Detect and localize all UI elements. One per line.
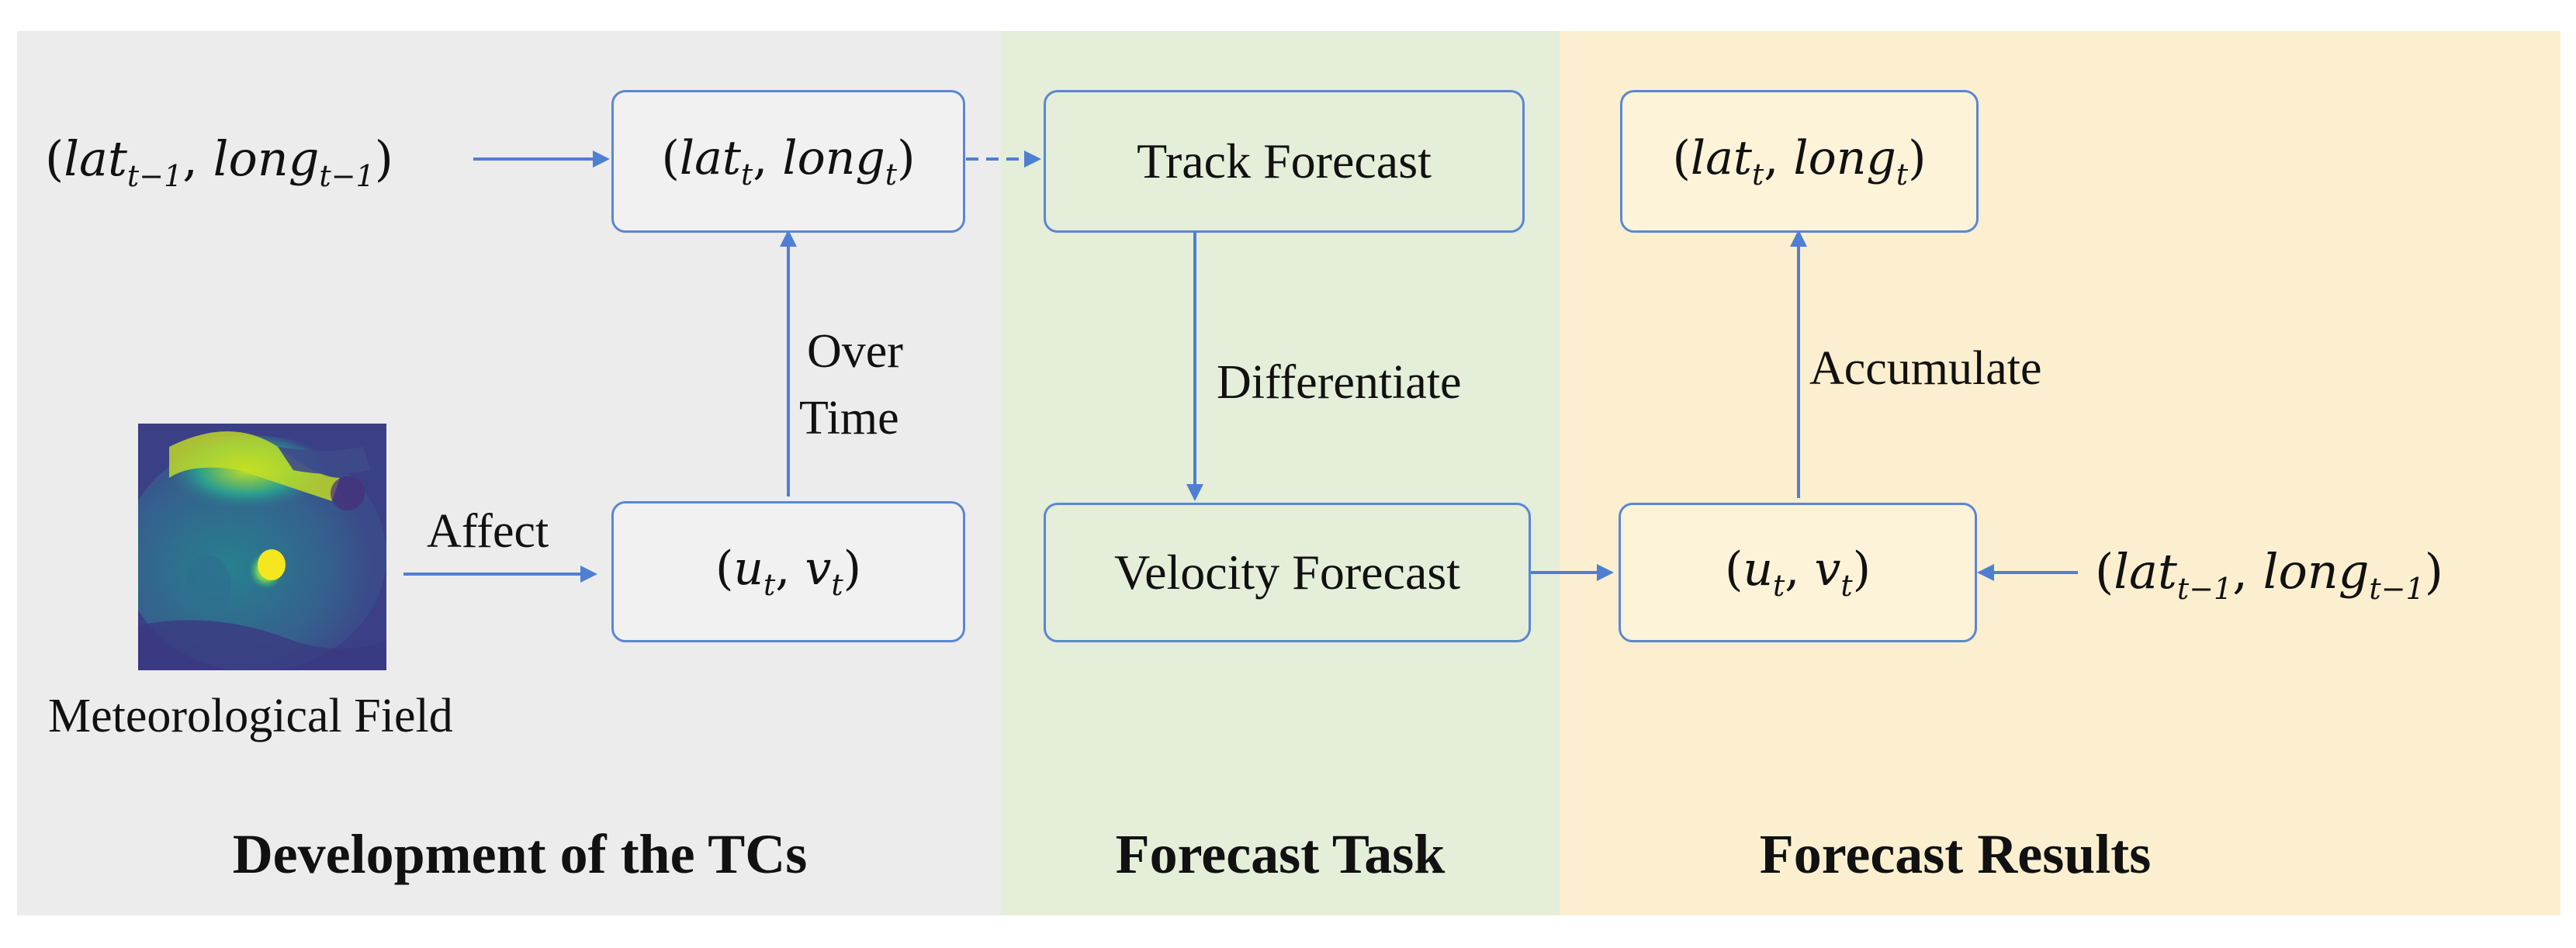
- title-development: Development of the TCs: [232, 823, 808, 885]
- accumulate-label: Accumulate: [1809, 342, 2042, 395]
- dev-prev-position: (latt−1, longt−1): [45, 130, 393, 193]
- title-forecast-task: Forecast Task: [1115, 823, 1446, 885]
- over-label: Over: [807, 325, 903, 378]
- time-label: Time: [799, 392, 899, 445]
- velocity-forecast-node: Velocity Forecast: [1044, 503, 1531, 642]
- dev-velocity-node: (ut, vt): [611, 501, 965, 642]
- meteorological-field-image: [138, 424, 386, 670]
- differentiate-label: Differentiate: [1217, 356, 1462, 409]
- meteorological-field-label: Meteorological Field: [48, 690, 453, 742]
- affect-label: Affect: [427, 505, 549, 558]
- dev-position-node: (latt, longt): [611, 90, 965, 233]
- title-forecast-results: Forecast Results: [1759, 823, 2152, 885]
- result-velocity-node: (ut, vt): [1619, 503, 1977, 642]
- track-forecast-node: Track Forecast: [1044, 90, 1525, 233]
- result-position-node: (latt, longt): [1620, 90, 1979, 233]
- result-prev-position: (latt−1, longt−1): [2095, 543, 2443, 606]
